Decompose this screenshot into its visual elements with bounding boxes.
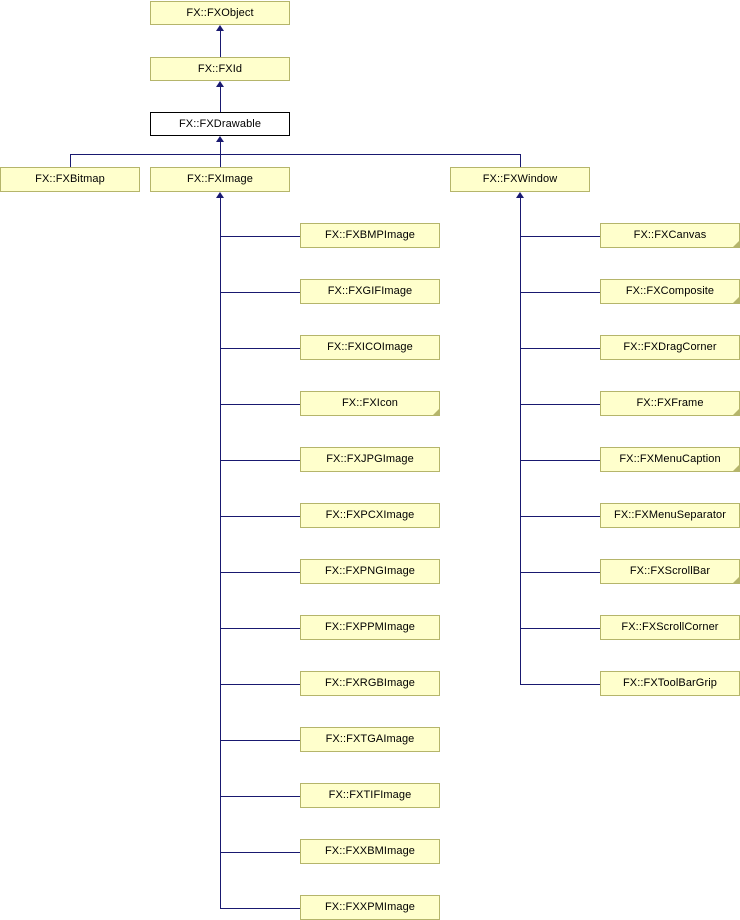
class-node-fxppmimage[interactable]: FX::FXPPMImage — [300, 615, 440, 640]
class-node-label: FX::FXMenuSeparator — [614, 509, 726, 521]
arrowhead-to-fxid — [216, 81, 224, 87]
class-node-label: FX::FXWindow — [482, 173, 558, 185]
arrowhead-to-fxobject — [216, 25, 224, 31]
class-node-fxscroll-bar[interactable]: FX::FXScrollBar — [600, 559, 740, 584]
connector-fxicoimage — [220, 348, 300, 349]
class-node-label: FX::FXGIFImage — [327, 285, 413, 297]
class-node-fxdrawable[interactable]: FX::FXDrawable — [150, 112, 290, 136]
connector-fxrgbimage — [220, 684, 300, 685]
class-node-fxmenu-separator[interactable]: FX::FXMenuSeparator — [600, 503, 740, 528]
connector-fxmenu-separator — [520, 516, 600, 517]
connector-fxscroll-corner — [520, 628, 600, 629]
connector-fxtifimage — [220, 796, 300, 797]
class-node-label: FX::FXScrollCorner — [621, 621, 719, 633]
class-node-fxmenu-caption[interactable]: FX::FXMenuCaption — [600, 447, 740, 472]
class-node-fxpngimage[interactable]: FX::FXPNGImage — [300, 559, 440, 584]
class-node-fxtifimage[interactable]: FX::FXTIFImage — [300, 783, 440, 808]
class-node-fxgifimage[interactable]: FX::FXGIFImage — [300, 279, 440, 304]
class-node-fxcomposite[interactable]: FX::FXComposite — [600, 279, 740, 304]
class-node-fxscroll-corner[interactable]: FX::FXScrollCorner — [600, 615, 740, 640]
class-node-fxid[interactable]: FX::FXId — [150, 57, 290, 81]
connector-fxxbmimage — [220, 852, 300, 853]
class-node-fxobject[interactable]: FX::FXObject — [150, 1, 290, 25]
class-node-label: FX::FXXPMImage — [324, 901, 416, 913]
class-node-label: FX::FXTIFImage — [328, 789, 412, 801]
class-node-label: FX::FXIcon — [341, 397, 399, 409]
connector-fxcanvas — [520, 236, 600, 237]
class-node-fxrgbimage[interactable]: FX::FXRGBImage — [300, 671, 440, 696]
class-node-label: FX::FXComposite — [625, 285, 715, 297]
arrowhead-to-fximage — [216, 192, 224, 198]
class-node-label: FX::FXDrawable — [178, 117, 262, 130]
class-node-label: FX::FXPNGImage — [324, 565, 416, 577]
connector-fxgifimage — [220, 292, 300, 293]
class-node-label: FX::FXBMPImage — [324, 229, 416, 241]
class-node-label: FX::FXXBMImage — [324, 845, 416, 857]
connector-fxscroll-bar — [520, 572, 600, 573]
class-node-fxpcximage[interactable]: FX::FXPCXImage — [300, 503, 440, 528]
inheritance-edge-drawable-bus — [220, 142, 221, 154]
connector-fxicon — [220, 404, 300, 405]
class-node-fxicoimage[interactable]: FX::FXICOImage — [300, 335, 440, 360]
class-node-label: FX::FXMenuCaption — [619, 453, 721, 465]
class-node-fxxpmimage[interactable]: FX::FXXPMImage — [300, 895, 440, 920]
sibling-bus — [70, 154, 521, 155]
class-node-label: FX::FXPPMImage — [324, 621, 416, 633]
subclass-spine-fximage — [220, 198, 221, 908]
class-node-label: FX::FXBitmap — [35, 173, 105, 185]
class-node-label: FX::FXCanvas — [633, 229, 707, 241]
class-node-fxbmpimage[interactable]: FX::FXBMPImage — [300, 223, 440, 248]
class-node-label: FX::FXDragCorner — [623, 341, 717, 353]
class-node-fxwindow[interactable]: FX::FXWindow — [450, 167, 590, 192]
class-node-fxtgaimage[interactable]: FX::FXTGAImage — [300, 727, 440, 752]
connector-fxppmimage — [220, 628, 300, 629]
class-node-fxcanvas[interactable]: FX::FXCanvas — [600, 223, 740, 248]
connector-fxtgaimage — [220, 740, 300, 741]
class-node-label: FX::FXObject — [186, 6, 254, 19]
inheritance-edge-fximage — [220, 154, 221, 167]
connector-fxpcximage — [220, 516, 300, 517]
class-node-label: FX::FXScrollBar — [629, 565, 711, 577]
inheritance-edge-fxwindow — [520, 154, 521, 167]
class-node-label: FX::FXImage — [187, 173, 253, 185]
connector-fxmenu-caption — [520, 460, 600, 461]
class-node-fximage[interactable]: FX::FXImage — [150, 167, 290, 192]
class-node-label: FX::FXTGAImage — [325, 733, 415, 745]
class-node-label: FX::FXJPGImage — [326, 453, 414, 465]
class-node-fxjpgimage[interactable]: FX::FXJPGImage — [300, 447, 440, 472]
class-node-fxtool-bar-grip[interactable]: FX::FXToolBarGrip — [600, 671, 740, 696]
class-node-fxdrag-corner[interactable]: FX::FXDragCorner — [600, 335, 740, 360]
class-node-label: FX::FXFrame — [636, 397, 704, 409]
class-node-fxxbmimage[interactable]: FX::FXXBMImage — [300, 839, 440, 864]
class-node-fxicon[interactable]: FX::FXIcon — [300, 391, 440, 416]
connector-fxxpmimage — [220, 908, 300, 909]
connector-fxtool-bar-grip — [520, 684, 600, 685]
connector-fxdrag-corner — [520, 348, 600, 349]
class-node-label: FX::FXPCXImage — [325, 509, 415, 521]
class-node-fxframe[interactable]: FX::FXFrame — [600, 391, 740, 416]
class-node-fxbitmap[interactable]: FX::FXBitmap — [0, 167, 140, 192]
arrowhead-to-fx-drawable — [216, 136, 224, 142]
inheritance-edge-fxbitmap — [70, 154, 71, 167]
connector-fxcomposite — [520, 292, 600, 293]
inheritance-edge-fxid — [220, 31, 221, 57]
connector-fxjpgimage — [220, 460, 300, 461]
inheritance-edge-fxdrawable — [220, 87, 221, 112]
arrowhead-to-fxwindow — [516, 192, 524, 198]
connector-fxpngimage — [220, 572, 300, 573]
class-node-label: FX::FXId — [197, 62, 243, 75]
class-node-label: FX::FXRGBImage — [324, 677, 416, 689]
class-node-label: FX::FXToolBarGrip — [622, 677, 717, 689]
connector-fxbmpimage — [220, 236, 300, 237]
subclass-spine-fxwindow — [520, 198, 521, 684]
connector-fxframe — [520, 404, 600, 405]
class-node-label: FX::FXICOImage — [327, 341, 413, 353]
